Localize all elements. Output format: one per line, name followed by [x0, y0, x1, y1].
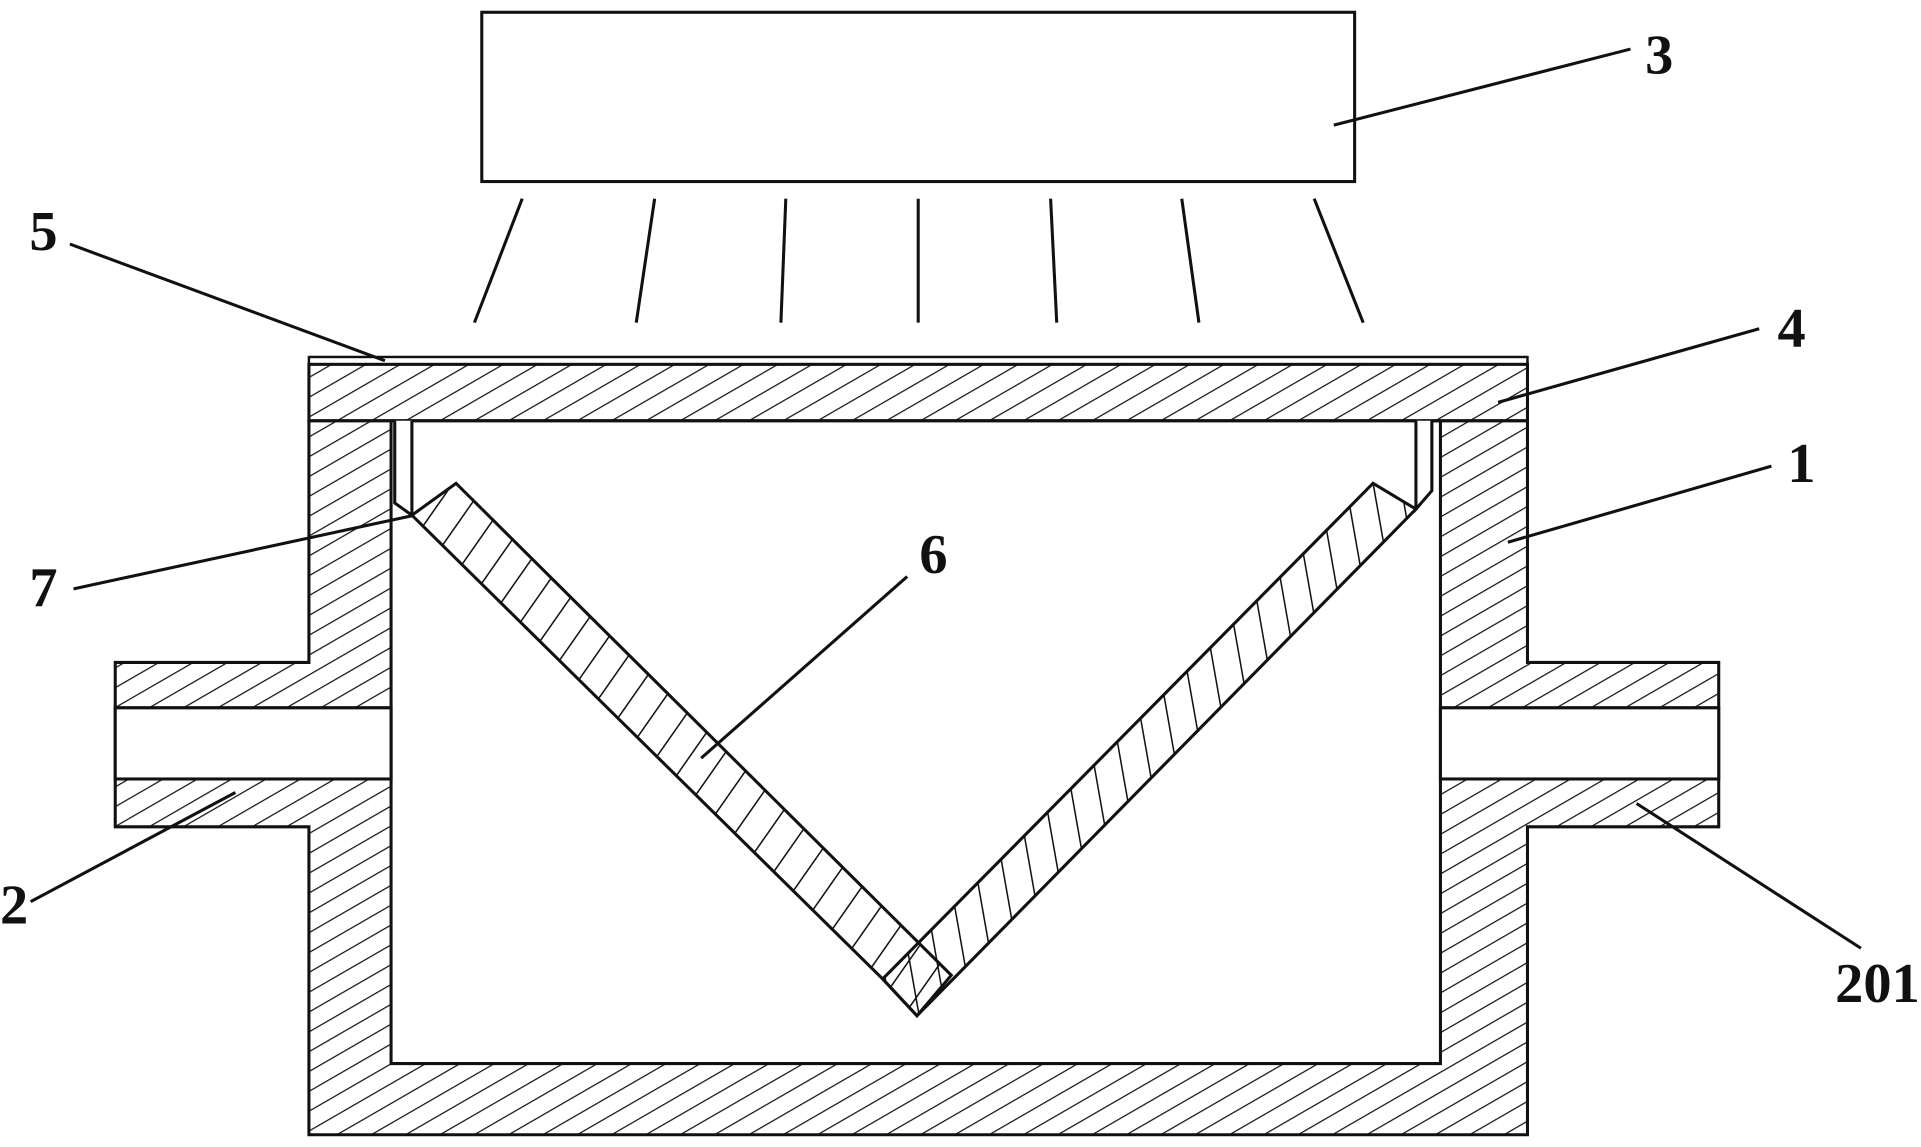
v-plate-right-arm — [880, 481, 1419, 1018]
label-v-plate: 6 — [919, 524, 947, 586]
pipe-right-bore — [1438, 706, 1721, 781]
support-left — [393, 420, 414, 519]
light-ray — [779, 198, 788, 323]
light-ray — [1180, 198, 1201, 323]
leader-line-6 — [700, 575, 909, 760]
label-housing: 1 — [1787, 433, 1815, 495]
leader-line-201 — [1635, 802, 1862, 950]
light-source-box — [480, 10, 1357, 184]
support-right — [1414, 420, 1434, 514]
v-plate-left-arm — [409, 481, 954, 1019]
light-rays — [472, 198, 1365, 324]
leader-line-4 — [1497, 327, 1760, 404]
label-cover-plate: 4 — [1778, 298, 1806, 360]
leader-line-7 — [73, 513, 415, 591]
leader-line-3 — [1333, 47, 1631, 127]
label-light-source: 3 — [1645, 25, 1673, 87]
light-ray — [472, 198, 524, 324]
light-ray — [634, 198, 657, 323]
label-pipe-left: 2 — [0, 875, 28, 937]
cover-plate — [307, 362, 1530, 423]
label-film: 5 — [29, 201, 57, 263]
light-ray — [1049, 198, 1059, 323]
housing-body — [113, 419, 1721, 1137]
label-support: 7 — [29, 557, 57, 619]
leader-line-5 — [69, 242, 386, 363]
pipe-left-bore — [113, 706, 393, 781]
light-ray — [1312, 198, 1365, 324]
label-pipe-right: 201 — [1835, 953, 1920, 1015]
leader-line-2 — [29, 791, 237, 904]
leader-line-1 — [1507, 464, 1772, 544]
leader-lines — [29, 47, 1862, 950]
